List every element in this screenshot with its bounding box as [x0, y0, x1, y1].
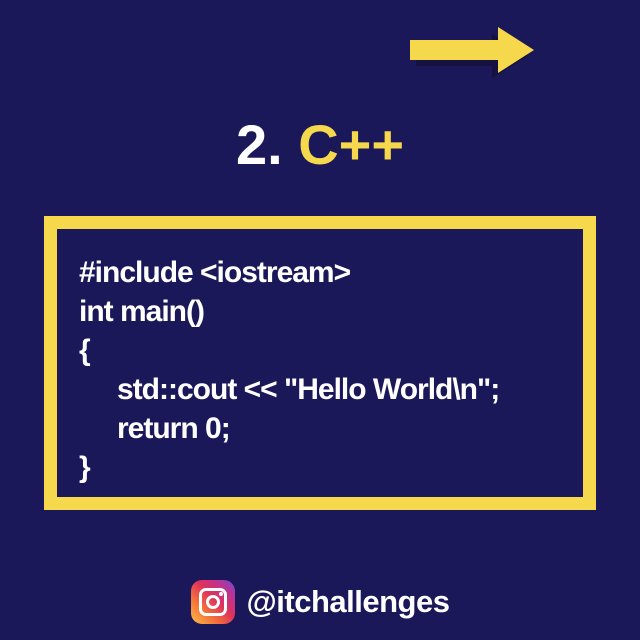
- code-line: #include <iostream>: [79, 256, 351, 289]
- code-line: {: [79, 334, 91, 367]
- slide-number: 2.: [235, 113, 283, 176]
- code-line: return 0;: [117, 412, 231, 445]
- code-block: #include <iostream> int main() { std::co…: [44, 216, 596, 510]
- page-title: 2. C++: [0, 110, 640, 180]
- code-line: std::cout << "Hello World\n";: [117, 373, 500, 406]
- next-arrow-icon[interactable]: [410, 18, 540, 88]
- account-handle[interactable]: @itchallenges: [246, 584, 450, 619]
- footer: @itchallenges: [0, 578, 640, 626]
- instagram-icon[interactable]: [190, 580, 235, 624]
- language-name: C++: [298, 113, 405, 176]
- code-line: int main(): [79, 295, 205, 328]
- code-line: }: [79, 451, 91, 484]
